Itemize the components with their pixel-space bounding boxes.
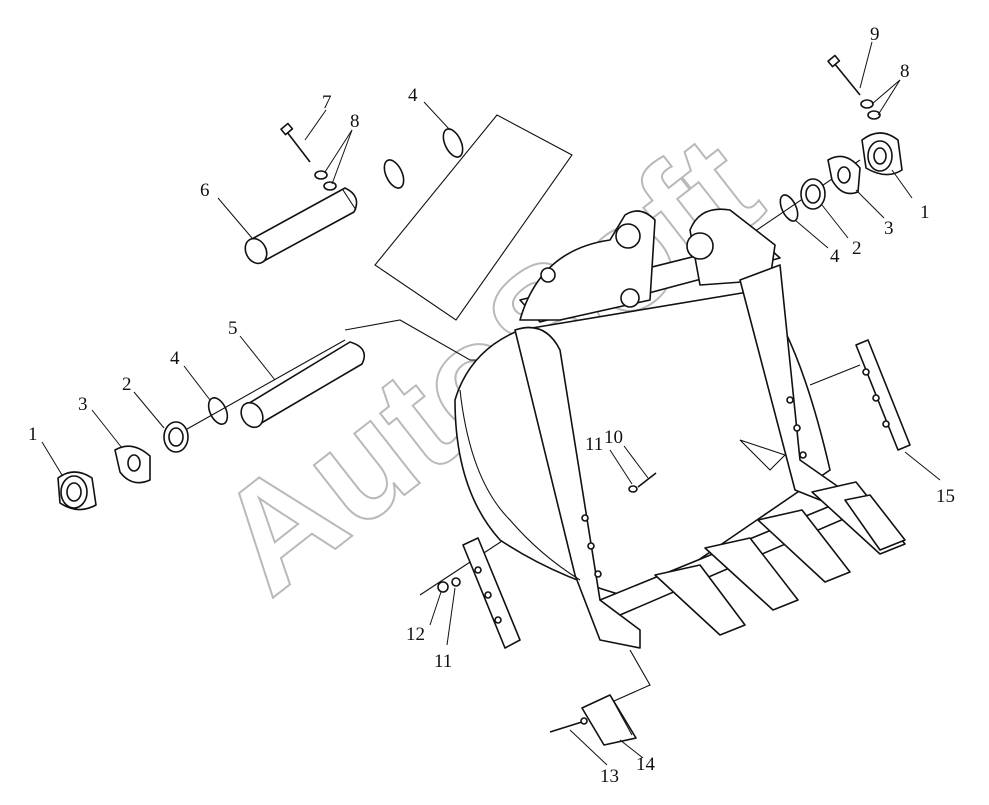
callout-11-top: 11 (585, 434, 603, 455)
bucket-body (454, 208, 861, 649)
o-ring-4-right (779, 194, 799, 222)
callout-9: 9 (870, 24, 880, 45)
callout-8-left: 8 (350, 111, 360, 132)
bolt-9 (827, 54, 861, 96)
side-cutter-15 (855, 339, 911, 451)
bucket-teeth (654, 481, 906, 636)
plate-3-right (827, 155, 861, 195)
washer-8-right (860, 99, 881, 120)
callout-3-left: 3 (78, 394, 88, 415)
callout-4-left: 4 (170, 348, 180, 369)
callout-5: 5 (228, 318, 238, 339)
bushing-2-right (800, 178, 826, 210)
callout-11-bottom: 11 (434, 651, 452, 672)
callout-7: 7 (322, 92, 332, 113)
callout-3-right: 3 (884, 218, 894, 239)
bushing-2-left (163, 421, 189, 453)
washer-8-left (314, 170, 337, 191)
leader-lines (41, 41, 941, 766)
tooth-14 (581, 694, 637, 746)
callout-13: 13 (600, 766, 619, 787)
callout-15: 15 (936, 486, 955, 507)
callout-numbers: 9 8 7 8 4 6 1 3 2 4 5 4 2 3 1 11 10 15 1… (28, 24, 955, 787)
pin-13 (549, 717, 588, 733)
callout-12: 12 (406, 624, 425, 645)
pin-6 (244, 187, 358, 265)
nut-12 (437, 577, 461, 593)
callout-10: 10 (604, 427, 623, 448)
callout-1-right: 1 (920, 202, 930, 223)
callout-1-left: 1 (28, 424, 38, 445)
hub-1-left (57, 471, 97, 511)
callout-4-top: 4 (408, 85, 418, 106)
pin-5 (240, 341, 366, 429)
callout-8-right: 8 (900, 61, 910, 82)
hub-1-right (861, 132, 903, 176)
callout-2-left: 2 (122, 374, 132, 395)
o-ring-4-left (207, 397, 229, 425)
plate-3-left (114, 445, 151, 484)
callout-14: 14 (636, 754, 656, 775)
bolt-7 (280, 122, 311, 163)
o-ring-4-top (383, 128, 464, 189)
side-cutter-left (462, 537, 521, 649)
callout-2-right: 2 (852, 238, 862, 259)
callout-6: 6 (200, 180, 210, 201)
bolt-10 (628, 472, 657, 493)
callout-4-right: 4 (830, 246, 840, 267)
